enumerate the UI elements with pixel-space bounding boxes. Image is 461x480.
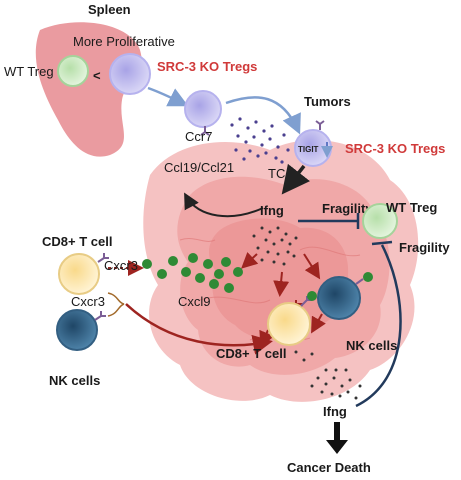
- nk-cells-left-label: NK cells: [49, 373, 100, 388]
- cxcl9-dots: [142, 253, 243, 293]
- migration-arrow-2: [225, 96, 301, 135]
- cd8-t-cell-left: [58, 253, 100, 295]
- effector-migration-arrow: [125, 303, 273, 355]
- cancer-death-arrow: [326, 422, 348, 454]
- ifng-bottom-label: Ifng: [323, 404, 347, 419]
- ifng-dots-bottom: [294, 350, 362, 400]
- ifng-to-wt-treg-inhibition: [355, 244, 402, 408]
- ifng-top-label: Ifng: [260, 203, 284, 218]
- src3-ko-tregs-top-label: SRC-3 KO Tregs: [157, 59, 257, 74]
- nk-cell-center: [317, 276, 361, 320]
- ccr7-receptor-icon: [200, 126, 210, 136]
- ccl19-ccl21-dots: [230, 117, 290, 164]
- spleen-organ: [35, 22, 142, 157]
- fragility-2-label: Fragility: [399, 240, 450, 255]
- nk-cell-left: [56, 309, 98, 351]
- fragility-1-label: Fragility: [322, 201, 373, 216]
- more-proliferative-label: More Proliferative: [73, 34, 175, 49]
- wt-treg-right-label: WT Treg: [386, 200, 437, 215]
- ccl19-ccl21-label: Ccl19/Ccl21: [164, 160, 234, 175]
- treg-to-ifng-arrow: [281, 163, 310, 195]
- ko-treg-top-cell: [109, 53, 151, 95]
- ko-treg-ccr7-cell: [184, 90, 222, 128]
- cxcr3-1-label: Cxcr3: [104, 258, 138, 273]
- ifng-dots-top: [252, 226, 298, 266]
- cxcr3-2-label: Cxcr3: [71, 294, 105, 309]
- wt-treg-right-cell: [362, 203, 398, 239]
- cd8-t-cell-center: [267, 302, 311, 346]
- nk-bound-cxcl9: [363, 272, 373, 282]
- wt-treg-left-label: WT Treg: [4, 64, 54, 79]
- cd8-t-cell-center-label: CD8+ T cell: [216, 346, 286, 361]
- cancer-death-label: Cancer Death: [287, 460, 371, 475]
- wt-treg-left-cell: [57, 55, 89, 87]
- cd8-bound-cxcl9: [307, 291, 317, 301]
- fragility-inhibition-line: [298, 213, 360, 229]
- cd8-t-cell-left-label: CD8+ T cell: [42, 234, 112, 249]
- feedback-arrow: [184, 192, 264, 218]
- tca-label: TCA: [268, 166, 294, 181]
- cells-brace: [107, 292, 125, 317]
- cxcr3-receptor-icon-1: [97, 253, 109, 263]
- cxcl9-label: Cxcl9: [178, 294, 211, 309]
- tumor-mass: [143, 140, 419, 402]
- migration-arrow-1: [147, 86, 189, 107]
- tumors-label: Tumors: [304, 94, 351, 109]
- less-than-symbol: <: [93, 68, 101, 83]
- cxcr3-receptor-icon-2: [94, 311, 106, 321]
- src3-ko-tregs-mid-label: SRC-3 KO Tregs: [345, 141, 445, 156]
- spleen-label: Spleen: [88, 2, 131, 17]
- tigit-receptor-icon: [315, 120, 325, 130]
- nk-center-receptor-icon: [355, 278, 364, 285]
- tigit-label: TIGIT: [298, 145, 319, 154]
- inhibition-bar: [371, 240, 393, 246]
- ccr7-label: Ccr7: [185, 129, 212, 144]
- nk-cells-center-label: NK cells: [346, 338, 397, 353]
